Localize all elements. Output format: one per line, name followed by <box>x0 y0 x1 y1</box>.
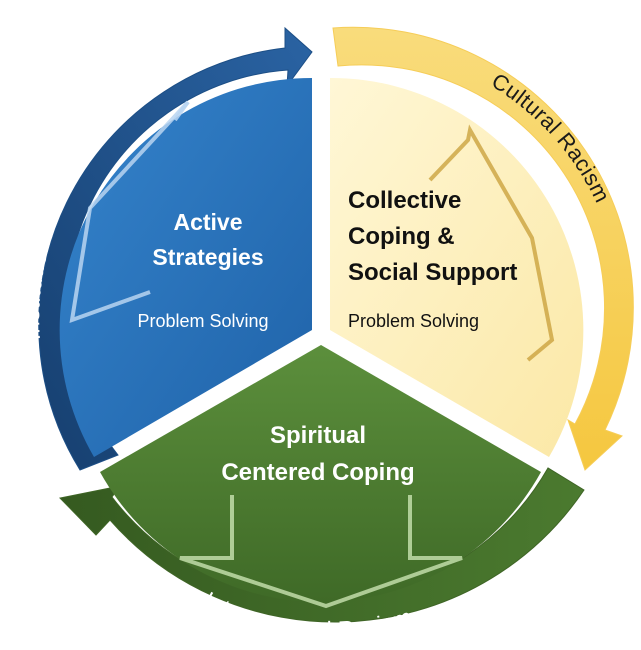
segment-active-strategies <box>59 77 312 458</box>
segment-spiritual-shape <box>100 345 541 603</box>
active-cycle-arrow-icon <box>69 100 190 324</box>
collective-title-line1: Collective <box>348 187 461 214</box>
collective-title-line2: Coping & <box>348 223 455 250</box>
active-title-line2: Strategies <box>152 244 263 270</box>
active-arrow-tip <box>173 100 190 122</box>
segment-spiritual-coping <box>100 345 541 609</box>
arrow-cultural <box>332 26 634 471</box>
active-title-line1: Active <box>173 209 242 235</box>
collective-subtitle: Problem Solving <box>348 311 479 331</box>
spiritual-title-line2: Centered Coping <box>221 459 414 486</box>
arc-cultural <box>332 26 634 471</box>
collective-title-line3: Social Support <box>348 259 517 286</box>
segment-collective-coping <box>330 77 584 457</box>
active-subtitle: Problem Solving <box>137 311 268 331</box>
spiritual-title-line1: Spiritual <box>270 422 366 449</box>
collective-cycle-arrow-icon <box>428 124 555 362</box>
spiritual-cycle-arrow-icon <box>179 495 463 609</box>
segment-collective-shape <box>330 77 584 457</box>
